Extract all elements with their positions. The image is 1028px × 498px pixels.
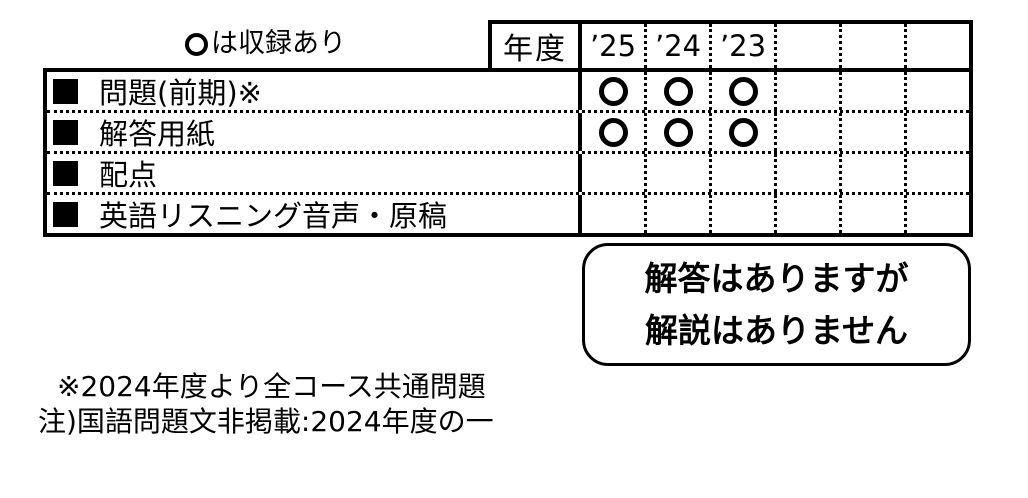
black-square-icon [53, 78, 78, 104]
footnote: ※2024年度より全コース共通問題 [57, 370, 486, 403]
mark-cell [644, 154, 709, 192]
mark-cell [709, 154, 774, 192]
note-bubble: 解答はありますが 解説はありません [582, 243, 971, 366]
bubble-line-1: 解答はありますが [644, 259, 909, 298]
mark-cell [774, 154, 839, 192]
bubble-line-2: 解説はありません [644, 311, 908, 350]
year-column-header [839, 24, 904, 68]
footnotes: ※2024年度より全コース共通問題 注)国語問題文非掲載:2024年度の一 [38, 369, 494, 439]
mark-cell [582, 113, 644, 151]
legend: は収録あり [185, 29, 346, 59]
circle-mark-icon [728, 76, 758, 106]
year-column-header [904, 24, 969, 68]
mark-cell [839, 113, 904, 151]
circle-icon [185, 32, 208, 56]
year-column-header: ’25 [589, 29, 637, 63]
mark-cell [644, 113, 709, 151]
year-column-header: ’24 [644, 24, 709, 68]
footnote: 注)国語問題文非掲載:2024年度の一 [38, 405, 494, 438]
mark-cell [582, 195, 644, 233]
year-header-label: 年度 [492, 24, 582, 68]
year-column-header: ’23 [709, 24, 774, 68]
mark-cell [709, 113, 774, 151]
black-square-icon [53, 201, 78, 227]
row-label-text: 問題(前期)※ [99, 76, 262, 110]
row-label-text: 配点 [99, 158, 158, 192]
mark-cell [904, 195, 969, 233]
circle-mark-icon [663, 76, 693, 106]
black-square-icon [53, 160, 78, 186]
row-label: 解答用紙 [47, 113, 582, 151]
circle-mark-icon [663, 117, 693, 147]
circle-mark-icon [728, 117, 758, 147]
circle-mark-icon [598, 117, 628, 147]
legend-label: は収録あり [211, 28, 346, 59]
mark-cell [839, 72, 904, 110]
year-column-header [774, 24, 839, 68]
mark-cell [582, 72, 644, 110]
mark-cell [644, 72, 709, 110]
table-row: 問題(前期)※ [47, 72, 969, 110]
mark-cell [839, 195, 904, 233]
mark-cell [904, 72, 969, 110]
table-row: 英語リスニング音声・原稿 [47, 192, 969, 233]
black-square-icon [53, 119, 78, 145]
mark-cell [644, 195, 709, 233]
row-label: 配点 [47, 154, 582, 192]
table-row: 配点 [47, 151, 969, 192]
mark-cell [774, 195, 839, 233]
year-header-row: 年度 ’25 ’24 ’23 [488, 20, 973, 72]
mark-cell [904, 113, 969, 151]
row-label: 英語リスニング音声・原稿 [47, 195, 582, 233]
mark-cell [582, 154, 644, 192]
mark-cell [709, 72, 774, 110]
mark-cell [904, 154, 969, 192]
mark-cell [774, 72, 839, 110]
mark-cell [774, 113, 839, 151]
circle-mark-icon [598, 76, 628, 106]
row-label-text: 解答用紙 [99, 117, 216, 151]
row-label-text: 英語リスニング音声・原稿 [99, 199, 448, 233]
availability-table: 問題(前期)※ 解答用紙 配点 [43, 68, 973, 237]
mark-cell [839, 154, 904, 192]
mark-cell [709, 195, 774, 233]
table-row: 解答用紙 [47, 110, 969, 151]
row-label: 問題(前期)※ [47, 72, 582, 110]
